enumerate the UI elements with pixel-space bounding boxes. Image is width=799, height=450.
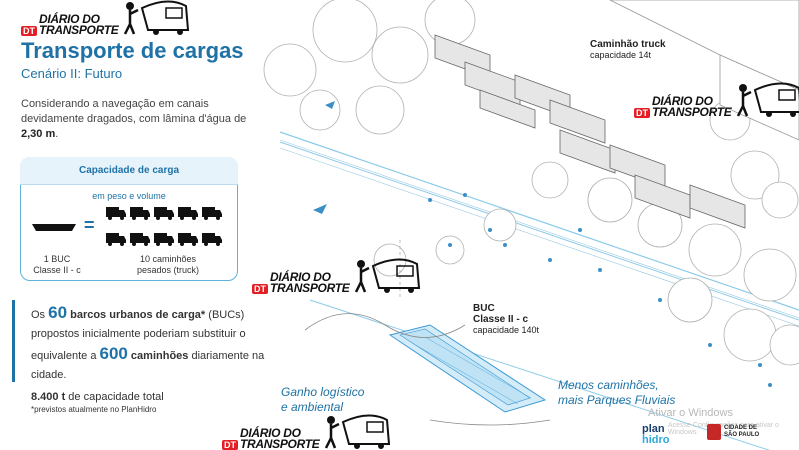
truck-icons-grid [106,207,222,246]
equals-sign: = [84,215,95,235]
trucks [434,34,746,229]
windows-watermark: Ativar o Windows [648,407,733,419]
bus-person-icon [737,82,799,117]
buc-boat [388,324,547,413]
total-capacity: 8.400 t de capacidade total [31,391,164,403]
city-seal-icon [707,424,721,440]
capacity-subheading: em peso e volume [92,191,166,201]
less-trucks-label: Menos caminhões,mais Parques Fluviais [558,378,676,407]
capacity-heading: Capacidade de carga [20,157,238,185]
trees [263,0,799,366]
footnote: *previstos atualmente no PlanHidro [31,405,157,414]
stat-accent-bar [12,300,15,382]
intro-text: Considerando a navegação em canais devid… [21,98,247,140]
barge-icon [32,224,76,231]
windows-watermark-sub: Acesse Configurações para ativar o Windo… [668,422,779,436]
stat-text: Os 60 barcos urbanos de carga* (BUCs) pr… [31,303,265,381]
page-subtitle: Cenário II: Futuro [21,66,123,81]
city-scene-illustration [250,0,799,450]
bus-person-icon [124,0,190,35]
bus-person-icon [355,258,421,293]
page-title: Transporte de cargas [21,38,244,63]
bus-person-icon [325,414,391,449]
